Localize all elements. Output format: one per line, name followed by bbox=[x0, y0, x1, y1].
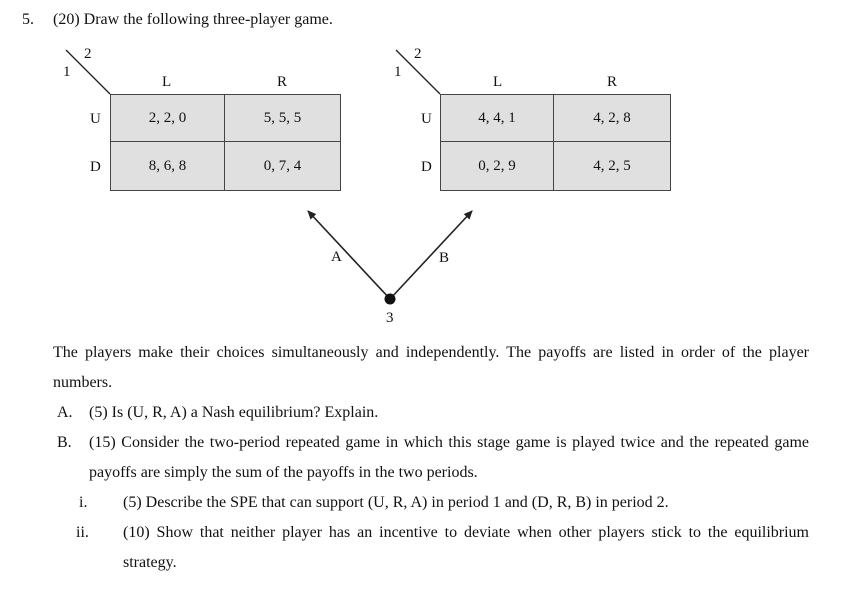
right-cell-dl: 0, 2, 9 bbox=[440, 141, 554, 191]
branch-a-line bbox=[307, 210, 391, 300]
right-player2-label: 2 bbox=[414, 46, 422, 62]
subitem-ii-marker: ii. bbox=[76, 524, 89, 541]
subitem-ii-text: (10) Show that neither player has an inc… bbox=[123, 524, 809, 571]
left-row-label-u: U bbox=[90, 111, 101, 127]
left-cell-ul: 2, 2, 0 bbox=[110, 94, 225, 142]
right-col-label-l: L bbox=[493, 74, 503, 90]
left-col-label-r: R bbox=[277, 74, 288, 90]
item-a-marker: A. bbox=[57, 404, 73, 421]
branch-b-label: B bbox=[439, 250, 450, 266]
right-cell-ur: 4, 2, 8 bbox=[553, 94, 671, 142]
right-cell-dr: 4, 2, 5 bbox=[553, 141, 671, 191]
right-player-diagonal bbox=[395, 49, 441, 95]
right-player1-label: 1 bbox=[394, 64, 402, 80]
right-col-label-r: R bbox=[607, 74, 618, 90]
left-cell-dr: 0, 7, 4 bbox=[224, 141, 341, 191]
left-cell-ur: 5, 5, 5 bbox=[224, 94, 341, 142]
left-player2-label: 2 bbox=[84, 46, 92, 62]
left-row-label-d: D bbox=[90, 159, 101, 175]
subitem-i-marker: i. bbox=[79, 494, 88, 511]
decision-node bbox=[384, 293, 396, 305]
subitem-i-text: (5) Describe the SPE that can support (U… bbox=[123, 494, 669, 511]
left-player-diagonal bbox=[65, 49, 111, 95]
branch-b-line bbox=[389, 210, 473, 300]
question-header: (20) Draw the following three-player gam… bbox=[53, 11, 333, 28]
item-b-text: (15) Consider the two-period repeated ga… bbox=[89, 434, 809, 481]
right-row-label-d: D bbox=[421, 159, 432, 175]
player3-label: 3 bbox=[386, 310, 394, 326]
left-col-label-l: L bbox=[162, 74, 172, 90]
item-a-text: (5) Is (U, R, A) a Nash equilibrium? Exp… bbox=[89, 404, 379, 421]
right-row-label-u: U bbox=[421, 111, 432, 127]
question-number: 5. bbox=[22, 11, 34, 28]
item-b-marker: B. bbox=[57, 434, 72, 451]
left-cell-dl: 8, 6, 8 bbox=[110, 141, 225, 191]
intro-paragraph: The players make their choices simultane… bbox=[53, 344, 809, 391]
left-player1-label: 1 bbox=[63, 64, 71, 80]
right-cell-ul: 4, 4, 1 bbox=[440, 94, 554, 142]
branch-a-label: A bbox=[331, 249, 342, 265]
